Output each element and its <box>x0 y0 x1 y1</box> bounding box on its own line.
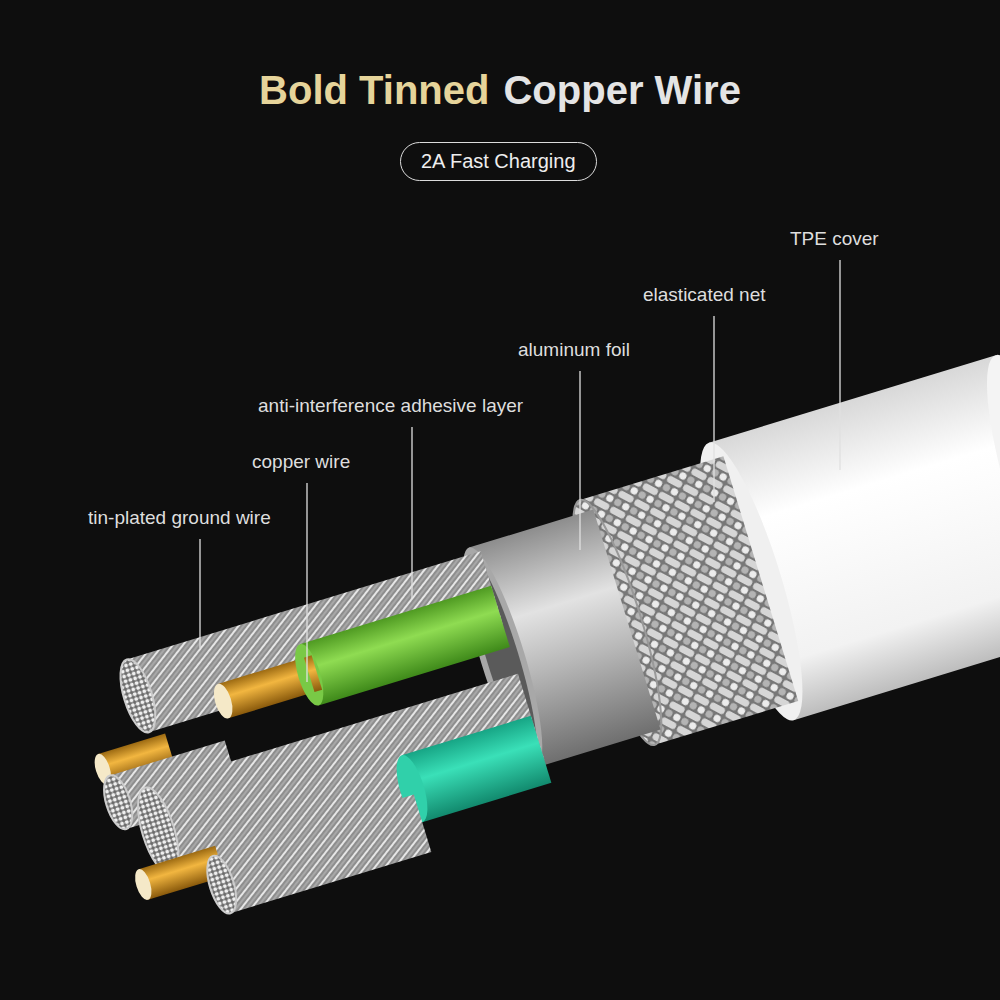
part-label: anti-interference adhesive layer <box>258 395 523 417</box>
title-text: Bold Tinned <box>259 68 489 112</box>
badge-pill: 2A Fast Charging <box>400 142 597 181</box>
part-label: aluminum foil <box>518 339 630 361</box>
part-label: copper wire <box>252 451 350 473</box>
title: Bold Tinned Copper Wire <box>0 68 1000 113</box>
part-label: tin-plated ground wire <box>88 507 271 529</box>
title-text: Copper Wire <box>503 68 740 112</box>
part-label: elasticated net <box>643 284 766 306</box>
badge-text: 2A Fast Charging <box>421 150 576 172</box>
part-label: TPE cover <box>790 228 879 250</box>
leader-lines <box>200 260 840 682</box>
